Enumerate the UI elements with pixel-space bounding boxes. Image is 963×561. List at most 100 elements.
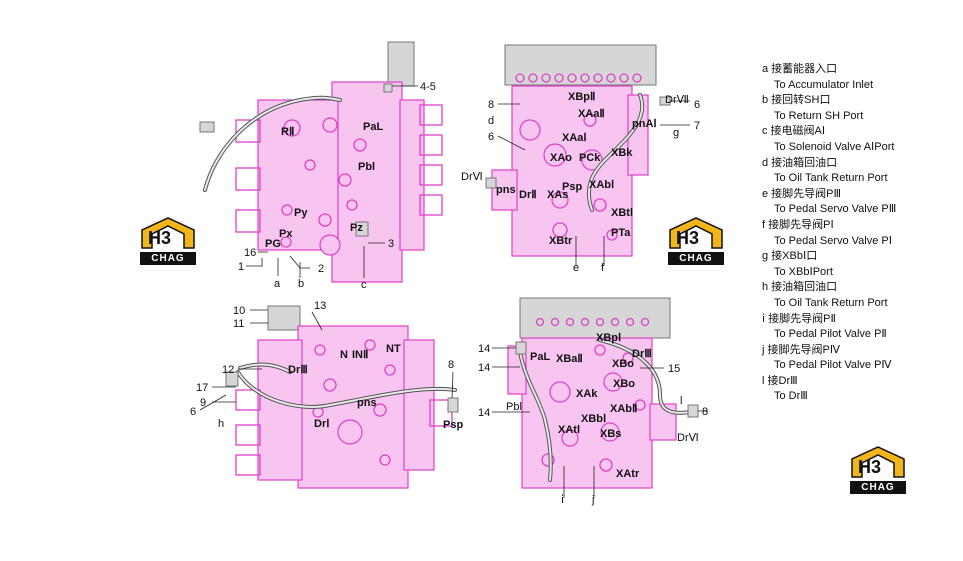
spool-cap-1 [419,104,443,126]
label-r2: RⅡ [281,126,294,138]
label-1: 1 [238,261,244,273]
label-13: 13 [314,300,326,312]
fitting [515,341,527,355]
label-dr3: DrⅢ [632,348,652,360]
spool-cap [235,389,261,411]
legend-zh-c: c 接电磁阀AⅠ [762,125,826,138]
legend-en-i: To Pedal Pilot Valve PⅡ [774,328,887,341]
spool-cap-6 [235,167,261,191]
fitting [687,404,699,418]
hose [204,96,341,191]
label-17: 17 [196,382,208,394]
label-l: l [680,395,682,407]
fitting [225,371,239,387]
hose [587,94,644,211]
label-xbp2: XBpⅡ [568,91,595,103]
port-circle [353,138,367,152]
label-drvi: DrⅥ [677,432,699,444]
label-f: f [601,262,605,274]
port-circle [319,234,341,256]
port-circle [280,236,292,248]
spool-cap-2 [419,134,443,156]
label-14-a: 14 [478,343,490,355]
leader [311,311,323,331]
label-n: N [340,349,348,361]
legend-zh-i: ⅰ 接脚先导阀PⅡ [762,312,836,325]
valve-block-side [491,169,518,211]
label-xbtl: XBtl [611,207,633,219]
label-xas: XAs [547,189,568,201]
port-circle [283,119,301,137]
label-xbo-top: XBo [612,358,634,370]
valve-block-main [511,85,633,257]
fitting [485,177,497,189]
label-i: ⅰ [561,494,564,506]
label-b: b [298,278,304,290]
label-pns: pns [357,397,377,409]
legend-en-e: To Pedal Servo Valve PⅢ [774,203,897,216]
spool-cap-3 [419,164,443,186]
legend-zh-g: g 接XBbⅠ口 [762,250,818,263]
legend-zh-h: h 接油箱回油口 [762,281,838,294]
port-circle [384,364,396,376]
label-xba2: XBaⅡ [556,353,583,365]
label-pna1: pnAⅠ [632,118,657,130]
fitting [447,397,459,413]
label-pal: PaL [530,351,550,363]
label-xab1: XAbⅠ [589,179,614,191]
port-circle [322,117,338,133]
legend-zh-j: j 接脚先导阀PⅣ [762,343,840,356]
label-4-5: 4-5 [420,81,436,93]
legend-en-h: To Oil Tank Return Port [774,296,888,309]
label-8: 8 [702,406,708,418]
label-drvi: DrⅥ [461,171,483,183]
solenoid-pins [535,317,650,327]
label-xbp1: XBpⅠ [596,332,621,344]
port-circle [552,222,568,238]
h3-roof-logo-icon: H3 CHAG [850,445,906,495]
legend-zh-a: a 接蓄能器入口 [762,63,838,75]
label-xatr: XAtr [616,468,640,480]
label-pz: Pz [350,222,363,234]
legend-en-l: To DrⅢ [774,390,808,403]
label-xbo: XBo [613,378,635,390]
legend-en-a: To Accumulator Inlet [774,78,874,91]
port-circle [549,381,571,403]
leader [497,135,526,151]
label-pal: PaL [363,121,383,133]
legend-zh-b: b 接回转SH口 [762,94,831,107]
port-circle [281,204,293,216]
label-pns: pns [496,184,516,196]
port-circle [603,372,623,392]
logo-mark: H3 [676,228,700,248]
spool-cap-4 [419,194,443,216]
hose [239,363,291,373]
leader [199,394,227,411]
label-d: d [488,115,494,127]
port-legend: a 接蓄能器入口 To Accumulator Inlet b 接回转SH口 T… [762,62,962,405]
legend-en-f: To Pedal Servo Valve PⅠ [774,234,892,247]
port-circle [364,339,376,351]
port-circle [373,403,387,417]
port-circle [594,344,606,356]
fitting [355,221,369,237]
label-9: 9 [200,397,206,409]
label-7: 7 [694,120,700,132]
port-circle [600,422,620,442]
port-circle [541,453,555,467]
label-py: Py [294,207,308,219]
port-circle [304,159,316,171]
fitting [383,83,393,93]
label-a: a [274,278,281,290]
valve-block-left [257,339,303,481]
logo-name: CHAG [140,252,196,265]
port-circle [599,458,613,472]
label-dr1: DrⅠ [314,418,329,430]
label-16: 16 [244,247,256,259]
port-circle [519,119,541,141]
label-psp: Psp [562,181,582,193]
label-pck: PCk [579,152,601,164]
valve-block-main [331,81,403,283]
port-circle [337,419,363,445]
solenoid-box [519,297,671,339]
